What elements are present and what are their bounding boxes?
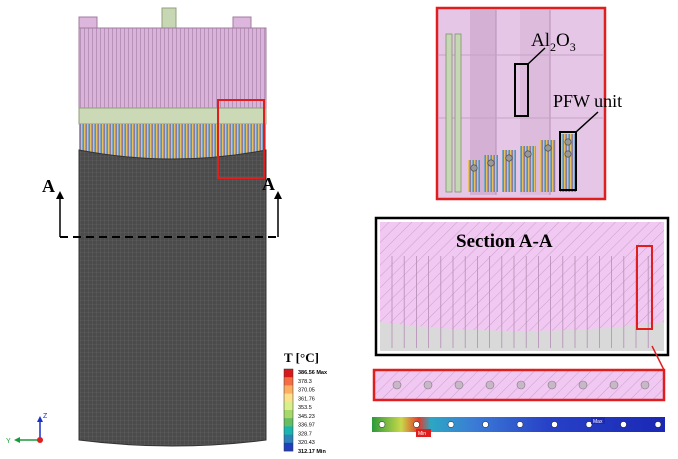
triad-y-label: Y [6,438,11,445]
temp-strip-hole [482,421,489,428]
top-block-left [78,16,98,30]
strip-hole [454,380,464,390]
temp-strip-hole [378,421,386,428]
legend-swatch [284,418,293,427]
legend-tick-label: 361.76 [298,396,315,402]
detail-pipe-1 [445,33,453,193]
strip-holes [392,380,650,390]
legend-tick-label: 320.43 [298,440,315,446]
legend-min-label: 312.17 Min [298,449,326,455]
arrowhead-left [56,191,64,199]
temp-strip-holes [378,421,662,428]
triad-z-label: Z [43,413,48,420]
legend-title: T [°C] [284,350,319,365]
section-ribs [391,256,649,348]
detail-highlight-box [217,99,265,179]
legend-tick-label: 345.23 [298,414,315,420]
strip-hole [547,380,557,390]
temperature-legend: T [°C] 386.56 Max 378.3 370.05 361.76 353.5… [283,350,328,455]
legend-tick-label: 328.7 [298,431,312,437]
legend-swatch [284,393,293,403]
legend-swatch [284,442,293,452]
temp-strip-hole [413,421,420,428]
y-axis-arrow [14,437,20,443]
pfw-unit-label: PFW unit [553,91,622,111]
pfw-channels [468,134,576,192]
top-block-right [232,16,252,30]
legend-swatch [284,401,293,411]
z-axis-arrow [37,416,43,422]
pfw-callout-box [559,131,577,191]
strip-hole [578,380,588,390]
legend-tick-label: 378.3 [298,379,312,385]
arrowhead-right [274,191,282,199]
section-lower-region [380,322,664,351]
temperature-strip: Min Max [372,417,665,437]
blanket-model [78,7,267,447]
strip-hole [516,380,526,390]
legend-swatch [284,377,293,386]
min-marker-badge [416,429,431,437]
section-cut: A A [42,174,282,238]
pfw-strip-detail [372,368,666,402]
temp-strip-hole [620,421,627,428]
strip-hole [423,380,433,390]
manifold-box [78,27,267,109]
detail-view: Al2O3 PFW unit [435,6,622,201]
header-bar [78,107,267,125]
detail-pipe-2 [454,33,462,193]
legend-tick-label: 353.5 [298,405,312,411]
legend-max-label: 386.56 Max [298,370,328,376]
triad-origin [37,437,43,443]
strip-hole [640,380,650,390]
strip-hole [485,380,495,390]
max-marker-badge [591,417,605,424]
cooling-stripe-band [79,124,266,159]
al2o3-callout-box [514,63,529,117]
legend-swatch [284,410,293,419]
al2o3-label: Al2O3 [531,30,576,54]
al2o3-leader-line [527,47,546,65]
strip-hole [392,380,402,390]
mesh-body [78,149,267,447]
strip-hole [609,380,619,390]
legend-colorbar [283,368,294,452]
min-marker-label: Min [418,431,426,437]
section-title: Section A-A [456,231,553,252]
coordinate-triad: Z Y [6,413,48,445]
legend-tick-label: 370.05 [298,388,315,394]
legend-swatch [284,369,293,378]
temp-strip-hole [516,421,524,428]
section-marker-right: A [262,174,275,194]
temp-strip-hole [551,421,558,428]
legend-swatch [284,385,293,394]
temp-strip-hole [654,421,662,428]
legend-tick-label: 336.97 [298,423,315,429]
temp-strip-hole [585,421,593,428]
section-leader-line [651,345,665,371]
section-marker-left: A [42,176,55,196]
pfw-leader-line [575,111,599,133]
section-view: Section A-A [374,216,670,371]
legend-ticks: 378.3 370.05 361.76 353.5 345.23 336.97 328.7 3… [298,379,315,446]
max-marker-label: Max [593,419,603,425]
section-detail-box [636,245,653,330]
legend-swatch [284,434,293,444]
temp-strip-hole [447,421,455,428]
legend-swatch [284,426,293,435]
